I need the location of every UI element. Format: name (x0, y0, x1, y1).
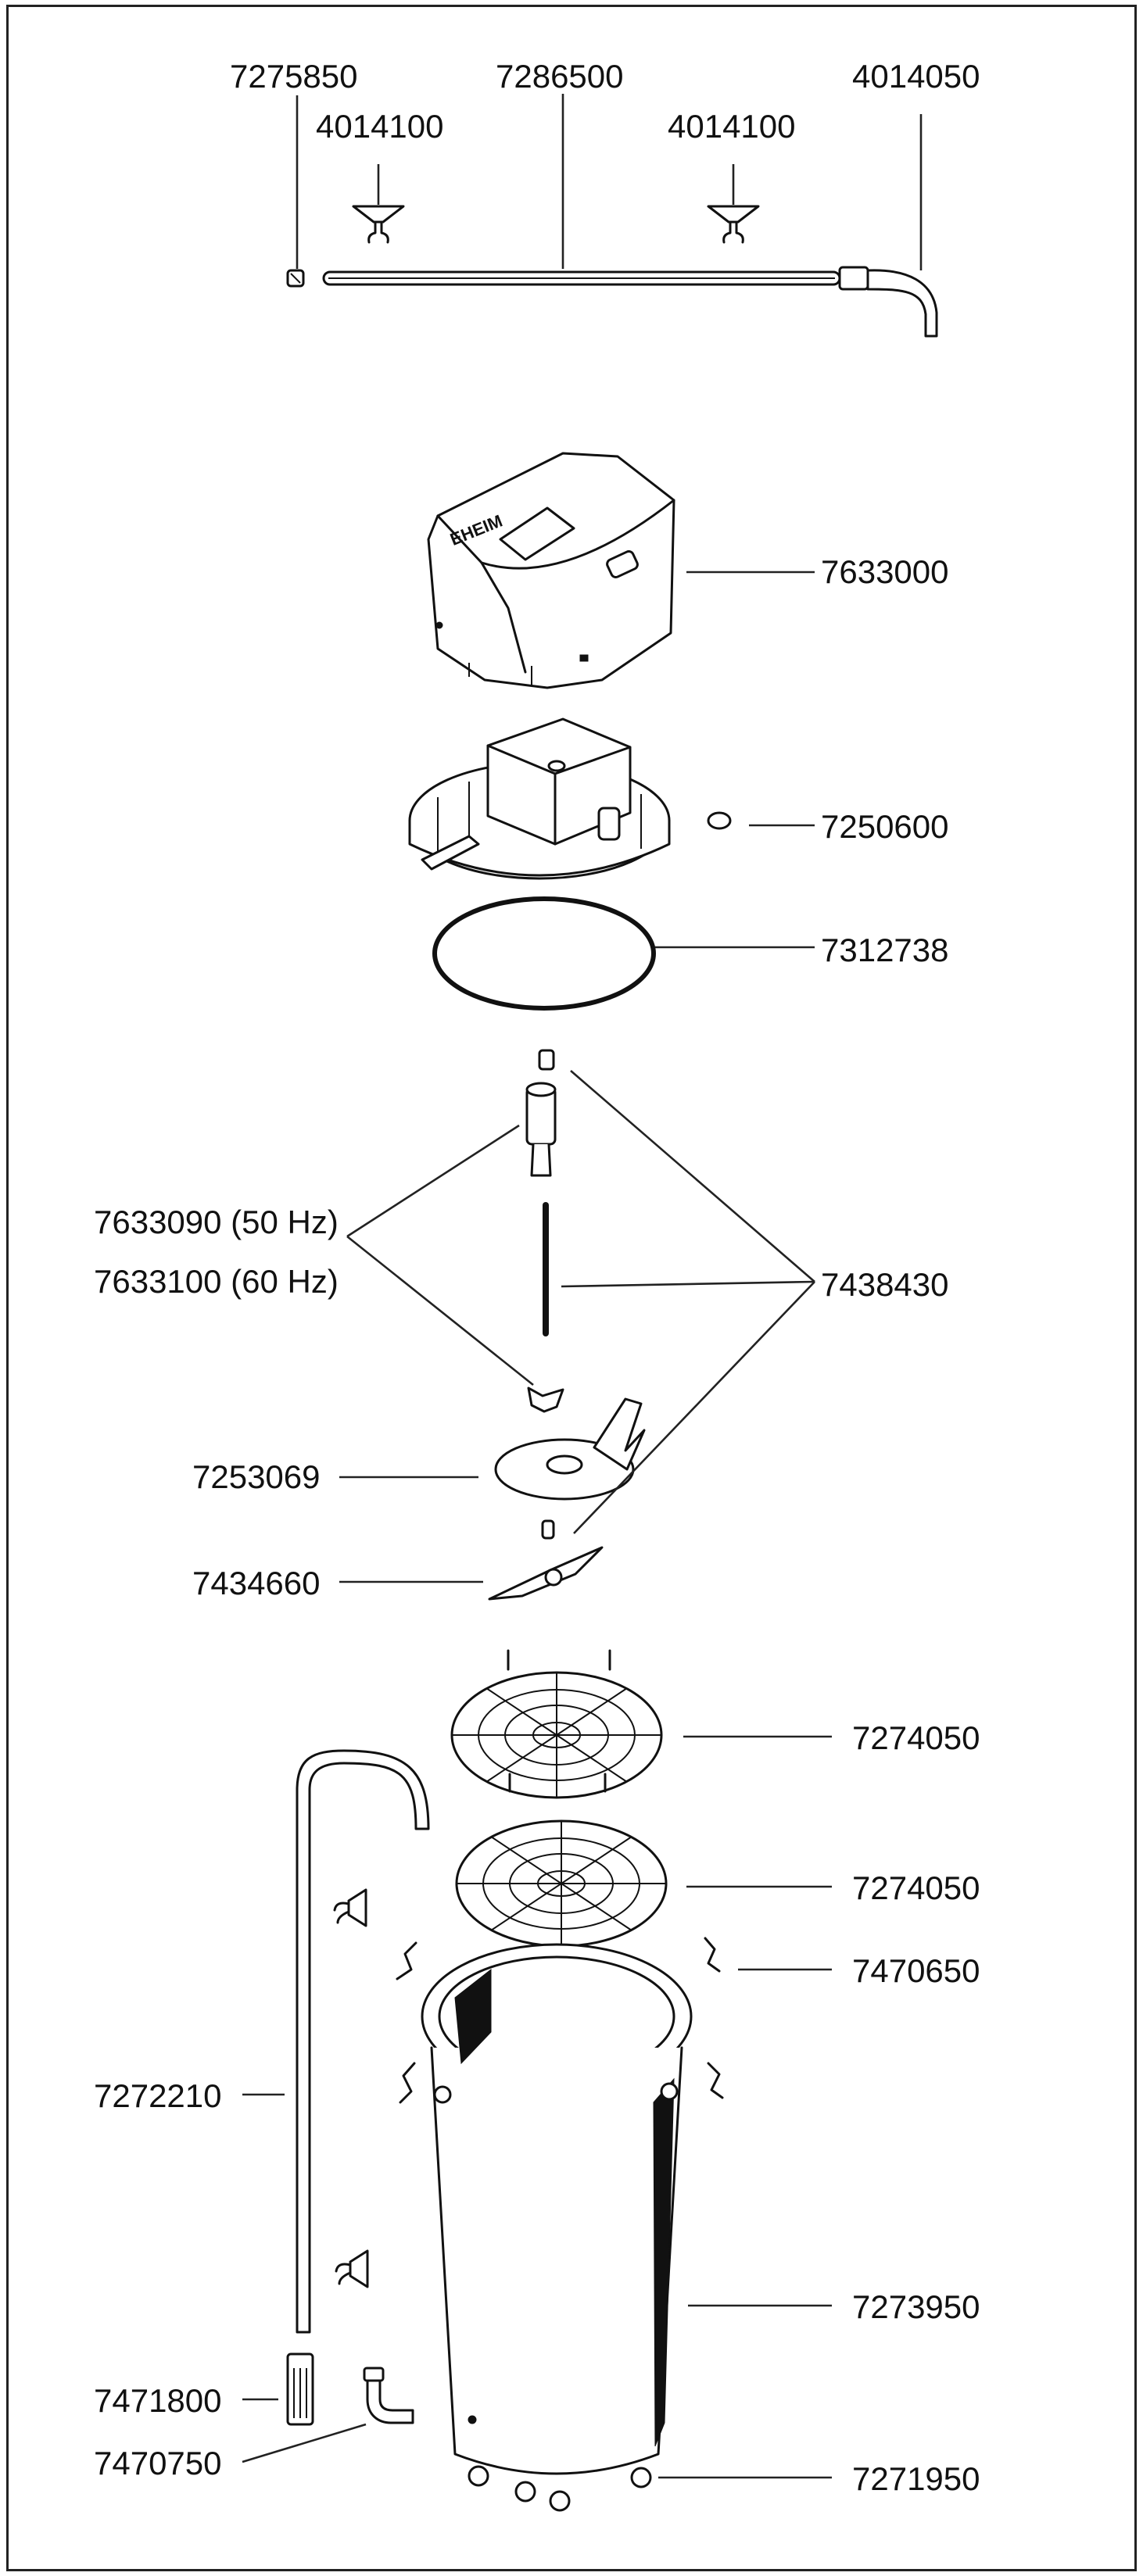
spray-bar-assembly (286, 205, 938, 338)
label-7471800: 7471800 (94, 2382, 222, 2419)
motor-head-part (408, 717, 671, 880)
part-number-labels: 7275850 7286500 4014050 4014100 4014100 … (94, 58, 980, 2497)
label-7470750: 7470750 (94, 2445, 222, 2481)
intake-strainer-part (286, 2352, 314, 2426)
spray-bar-tube-part (322, 270, 841, 286)
impeller-small-part (527, 1386, 564, 1413)
label-7250600: 7250600 (821, 808, 949, 845)
bearing-top-part (538, 1049, 555, 1071)
suction-cup-part (333, 1888, 369, 2288)
label-7253069: 7253069 (192, 1458, 321, 1495)
label-4014050: 4014050 (852, 58, 980, 95)
clip-part (396, 1937, 724, 2104)
label-7633090: 7633090 (50 Hz) (94, 1204, 339, 1240)
canister-part (421, 1943, 693, 2512)
label-7312738: 7312738 (821, 932, 949, 968)
impeller-part (488, 1546, 604, 1601)
sealing-ring-part (432, 896, 656, 1011)
diagram-frame (6, 5, 1137, 2571)
impeller-group (488, 1049, 646, 1601)
impeller-shaft-sleeve-part (525, 1082, 557, 1177)
label-7274050-bottom: 7274050 (852, 1869, 980, 1906)
label-7633000: 7633000 (821, 553, 949, 590)
bearing-bottom-part (541, 1519, 555, 1540)
elbow-part (866, 269, 938, 338)
label-7438430: 7438430 (821, 1266, 949, 1303)
filter-grid-top-part (450, 1649, 663, 1799)
intake-tube-part (296, 1749, 430, 2334)
label-4014100-left: 4014100 (316, 108, 444, 145)
label-7286500: 7286500 (496, 58, 624, 95)
label-7272210: 7272210 (94, 2077, 222, 2114)
label-7434660: 7434660 (192, 1565, 321, 1601)
label-7275850: 7275850 (230, 58, 358, 95)
label-7271950: 7271950 (852, 2460, 980, 2497)
leader-lines (242, 94, 923, 2479)
end-cap-part (286, 269, 305, 288)
label-7470650: 7470650 (852, 1952, 980, 1989)
suction-cup-left-part (352, 205, 405, 244)
label-7633100: 7633100 (60 Hz) (94, 1263, 339, 1300)
connector-elbow-part (363, 2367, 414, 2424)
suction-cup-right-part (707, 205, 760, 244)
label-4014100-right: 4014100 (668, 108, 796, 145)
label-7273950: 7273950 (852, 2288, 980, 2325)
tube-connector-part (838, 266, 869, 291)
filter-grid-bottom-part (455, 1819, 668, 1948)
impeller-cover-part (494, 1397, 646, 1501)
label-7274050-top: 7274050 (852, 1719, 980, 1756)
pump-head-cover-part: EHEIM (427, 452, 675, 689)
small-o-ring-part (707, 811, 732, 830)
